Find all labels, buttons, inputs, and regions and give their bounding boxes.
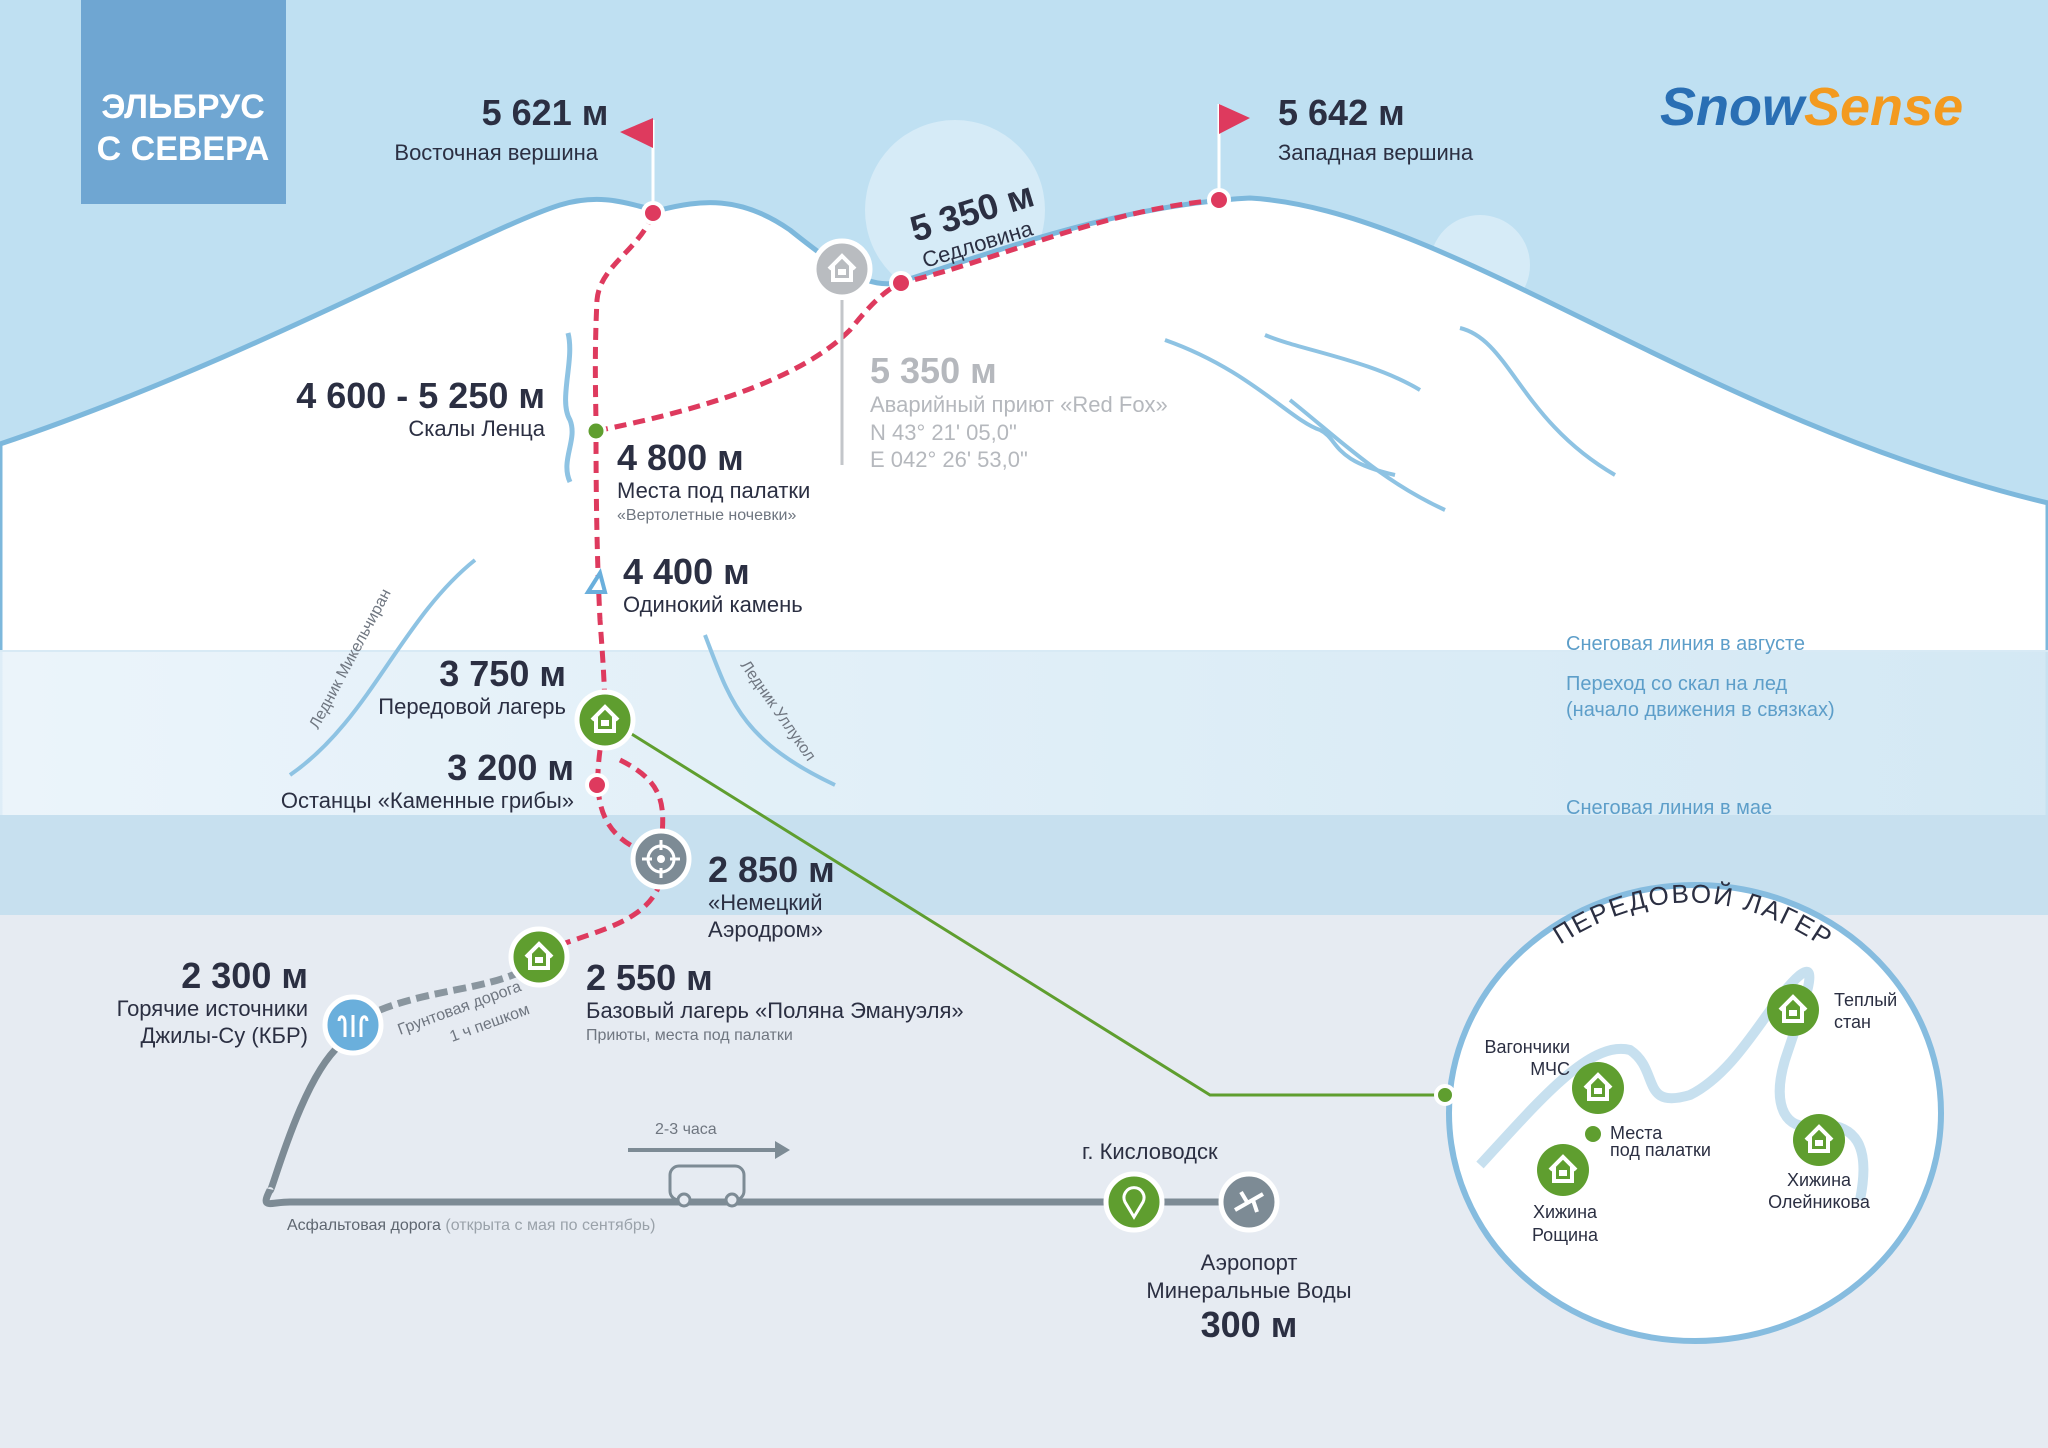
forward-camp-hut-icon[interactable] [574,689,636,751]
svg-text:SnowSense: SnowSense [1660,77,1963,137]
inset-connector [629,731,1445,1097]
inset-hut-icon[interactable] [1793,1114,1845,1166]
hot-springs-altitude: 2 300 м [181,955,308,996]
title-line1: ЭЛЬБРУС [101,88,265,126]
west-summit-name: Западная вершина [1278,140,1474,165]
drive-time: 2-3 часа [655,1121,717,1138]
location-pin-icon[interactable] [1103,1171,1165,1233]
hot-springs-name-1: Горячие источники [117,996,308,1021]
inset-hut-label: Рощина [1532,1225,1599,1245]
lonely-rock-altitude: 4 400 м [623,551,750,592]
snowsense-logo: SnowSense [1660,77,1963,137]
hot-springs-name-2: Джилы-Су (КБР) [141,1023,308,1048]
forward-camp-name: Передовой лагерь [378,694,566,719]
snow-line-may-label: Снеговая линия в мае [1566,797,1772,819]
forward-camp-altitude: 3 750 м [439,653,566,694]
target-icon[interactable] [630,828,692,890]
west-summit-altitude: 5 642 м [1278,92,1405,133]
flag-icon [620,118,655,210]
base-camp-note: Приюты, места под палатки [586,1027,793,1044]
flag-icon [1217,104,1250,198]
inset-tents-point[interactable] [1585,1126,1601,1142]
inset-hut-icon[interactable] [1537,1144,1589,1196]
inset-hut-label: Хижина [1533,1202,1598,1222]
red-fox-hut-icon[interactable] [811,238,873,300]
tents-4800-note: «Вертолетные ночевки» [617,507,796,524]
arrow-right-icon [628,1141,790,1159]
inset-hut-label: Теплый [1834,990,1897,1010]
tents-4800-point[interactable] [585,420,607,442]
inset-connector-dot[interactable] [1434,1084,1456,1106]
hot-spring-icon[interactable] [322,994,384,1056]
aerodrome-name-2: Аэродром» [708,917,823,942]
transition-label-1: Переход со скал на лед [1566,673,1788,695]
airplane-icon[interactable] [1218,1171,1280,1233]
glacier-lines [288,326,1617,787]
red-fox-lat: N 43° 21' 05,0" [870,420,1017,445]
tents-4800-altitude: 4 800 м [617,437,744,478]
aerodrome-name-1: «Немецкий [708,890,823,915]
lenz-name: Скалы Ленца [408,416,545,441]
base-camp-altitude: 2 550 м [586,957,713,998]
transition-label-2: (начало движения в связках) [1566,699,1835,721]
inset-hut-icon[interactable] [1572,1062,1624,1114]
base-camp-name: Базовый лагерь «Поляна Эмануэля» [586,998,964,1023]
lonely-rock-name: Одинокий камень [623,592,803,617]
van-icon [668,1164,746,1208]
airport-name-2: Минеральные Воды [1146,1278,1351,1303]
stone-mushrooms-name: Останцы «Каменные грибы» [281,788,574,813]
aerodrome-altitude: 2 850 м [708,849,835,890]
title-box [81,0,286,204]
snow-band-august [0,650,2048,815]
airport-altitude: 300 м [1201,1304,1298,1345]
base-camp-hut-icon[interactable] [508,926,570,988]
inset-hut-label: Хижина [1787,1170,1852,1190]
inset-tents-label-1: Места [1610,1123,1663,1143]
asphalt-road-label: Асфальтовая дорога (открыта с мая по сен… [287,1217,655,1234]
saddle-point[interactable] [889,271,913,295]
kislovodsk-label: г. Кисловодск [1082,1139,1218,1164]
inset-hut-label: Олейникова [1768,1192,1871,1212]
tents-4800-name: Места под палатки [617,478,810,503]
inset-hut-label: Вагончики [1485,1037,1571,1057]
snow-line [0,650,2048,652]
lonely-rock-icon [584,568,608,594]
stone-mushrooms-altitude: 3 200 м [447,747,574,788]
red-fox-lon: E 042° 26' 53,0" [870,447,1028,472]
west-summit-point[interactable] [1207,188,1231,212]
dirt-road [378,968,522,1014]
red-fox-altitude: 5 350 м [870,350,997,391]
inset-hut-icon[interactable] [1767,984,1819,1036]
east-summit-name: Восточная вершина [394,140,598,165]
east-summit-point[interactable] [641,201,665,225]
airport-name-1: Аэропорт [1201,1250,1298,1275]
red-fox-name: Аварийный приют «Red Fox» [870,392,1168,417]
inset-hut-label: стан [1834,1012,1871,1032]
inset-hut-label: МЧС [1530,1059,1570,1079]
snow-line-august-label: Снеговая линия в августе [1566,633,1805,655]
lenz-altitude: 4 600 - 5 250 м [296,375,545,416]
inset-tents-label-2: под палатки [1610,1140,1711,1160]
stone-mushrooms-point[interactable] [585,773,609,797]
title-line2: С СЕВЕРА [97,130,270,168]
east-summit-altitude: 5 621 м [482,92,609,133]
